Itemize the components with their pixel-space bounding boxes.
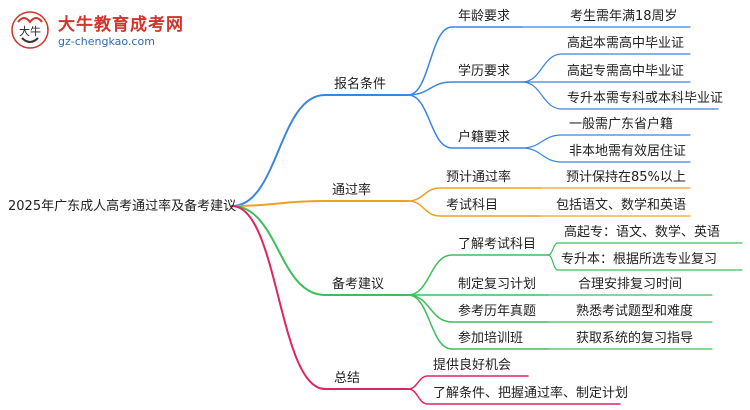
site-logo[interactable]: 大牛 大牛教育成考网 gz-chengkao.com	[10, 8, 250, 54]
connector-leaf-gaoqizhuan-subj	[547, 242, 743, 256]
connector-expected-rate	[407, 187, 541, 202]
node-household-requirement: 户籍要求	[458, 130, 511, 145]
leaf-zhuanshengben: 专升本需专科或本科毕业证	[567, 91, 724, 106]
logo-mark-text: 大牛	[19, 24, 41, 38]
connector-leaf-zhuanshengben	[521, 81, 719, 110]
connector-education	[407, 81, 523, 96]
leaf-pass-rate-85: 预计保持在85%以上	[566, 170, 686, 185]
leaf-gaoqizhuan-subjects: 高起专：语文、数学、英语	[564, 225, 721, 240]
bull-logo-icon: 大牛	[11, 11, 49, 49]
connector-know-subjects	[407, 254, 549, 296]
connector-summary-1	[407, 375, 529, 390]
logo-url: gz-chengkao.com	[58, 35, 155, 48]
connector-leaf-zhuanshengben-subj	[547, 254, 743, 271]
connector-past-papers	[407, 294, 549, 323]
node-education-requirement: 学历要求	[458, 64, 511, 79]
logo-title: 大牛教育成考网	[58, 15, 184, 35]
leaf-schedule-time: 合理安排复习时间	[578, 277, 683, 292]
connector-subjects	[407, 200, 541, 217]
connector-root-tongguo	[231, 200, 409, 207]
leaf-zhuanshengben-subjects: 专升本：根据所选专业复习	[561, 252, 718, 267]
leaf-residence-permit: 非本地需有效居住证	[569, 144, 687, 159]
node-know-subjects: 了解考试科目	[458, 237, 537, 252]
branch-beikao: 备考建议	[332, 277, 385, 292]
leaf-question-types: 熟悉考试题型和难度	[576, 304, 694, 319]
connector-root-zongjie	[231, 205, 409, 390]
summary-item-2: 了解条件、把握通过率、制定计划	[433, 386, 629, 401]
leaf-guangdong-huji: 一般需广东省户籍	[569, 117, 674, 132]
connector-root-baoming	[231, 94, 409, 207]
leaf-age-18: 考生需年满18周岁	[570, 9, 678, 24]
node-study-plan: 制定复习计划	[458, 277, 537, 292]
branch-zongjie: 总结	[334, 371, 361, 386]
connector-summary-2	[407, 388, 621, 405]
root-topic: 2025年广东成人高考通过率及备考建议	[8, 199, 237, 214]
connector-training	[407, 294, 549, 350]
connector-leaf-gaoqiben	[521, 53, 691, 83]
branch-tongguo: 通过率	[332, 183, 372, 198]
node-exam-subjects: 考试科目	[446, 198, 499, 213]
summary-item-1: 提供良好机会	[433, 358, 512, 373]
connector-leaf-huji	[521, 134, 691, 149]
connector-age	[407, 26, 523, 96]
leaf-gaoqizhuan: 高起专需高中毕业证	[567, 64, 685, 79]
leaf-gaoqiben: 高起本需高中毕业证	[567, 36, 685, 51]
connector-root-beikao	[231, 205, 409, 296]
leaf-system-guidance: 获取系统的复习指导	[576, 331, 694, 346]
branch-baoming: 报名条件	[334, 77, 387, 92]
node-age-requirement: 年龄要求	[458, 9, 511, 24]
connector-household	[407, 94, 523, 149]
node-training-class: 参加培训班	[458, 331, 524, 346]
node-expected-pass-rate: 预计通过率	[446, 170, 512, 185]
connector-leaf-residence	[521, 147, 691, 163]
leaf-subjects-list: 包括语文、数学和英语	[556, 198, 687, 213]
node-past-papers: 参考历年真题	[458, 304, 537, 319]
